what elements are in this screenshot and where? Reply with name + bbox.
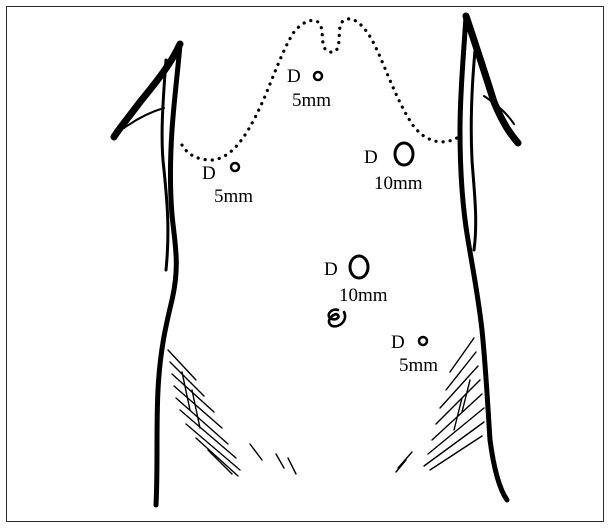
port-epigastric-marker: D bbox=[287, 66, 301, 87]
port-epigastric-size: 5mm bbox=[292, 90, 331, 111]
port-umbilical-size: 10mm bbox=[339, 285, 388, 306]
port-umbilical-marker: D bbox=[324, 259, 338, 280]
port-left-subcostal-marker: D bbox=[364, 147, 378, 168]
port-markers bbox=[231, 72, 427, 345]
port-left-lower-size: 5mm bbox=[399, 355, 438, 376]
lower-left-hatching bbox=[168, 350, 296, 476]
left-torso-outline bbox=[114, 44, 180, 505]
port-left-lower-circle bbox=[419, 337, 427, 345]
port-umbilical-circle bbox=[350, 256, 368, 278]
port-right-subcostal-marker: D bbox=[202, 163, 216, 184]
port-left-subcostal-size: 10mm bbox=[374, 173, 423, 194]
port-left-subcostal-circle bbox=[395, 143, 413, 165]
port-left-lower-marker: D bbox=[391, 332, 405, 353]
port-right-subcostal-size: 5mm bbox=[214, 186, 253, 207]
port-epigastric-circle bbox=[314, 72, 322, 80]
navel-mark bbox=[329, 310, 345, 327]
right-torso-outline bbox=[460, 16, 518, 500]
port-labels: D 5mm D 5mm D 10mm D 10mm D 5mm bbox=[202, 66, 438, 376]
port-right-subcostal-circle bbox=[231, 163, 239, 171]
